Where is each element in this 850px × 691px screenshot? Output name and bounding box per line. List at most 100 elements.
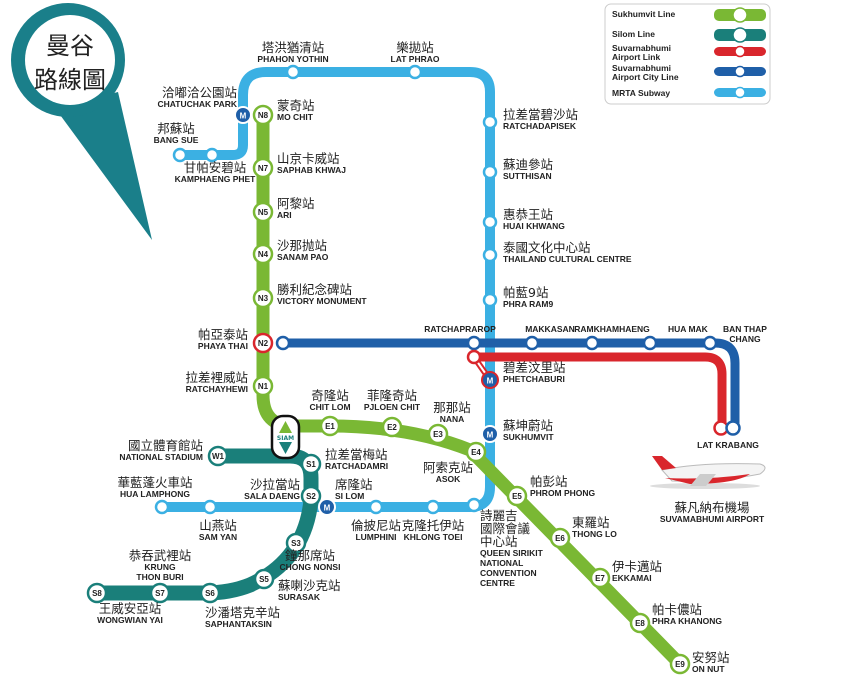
station-code-marker[interactable] <box>669 653 691 675</box>
station-marker[interactable] <box>584 335 600 351</box>
station-marker[interactable] <box>642 335 658 351</box>
airport-link-station-marker[interactable] <box>466 349 482 365</box>
station-code-marker[interactable] <box>427 423 449 445</box>
station-marker[interactable] <box>425 499 441 515</box>
station-code-marker[interactable] <box>506 485 528 507</box>
station-code-marker[interactable] <box>253 568 275 590</box>
station-code-marker[interactable] <box>199 582 221 604</box>
station-marker[interactable] <box>482 214 498 230</box>
station-lat-krabang[interactable]: LAT KRABANG <box>697 420 759 451</box>
mrt-interchange-icon[interactable] <box>481 425 499 443</box>
station-marker[interactable] <box>466 335 482 351</box>
station-marker[interactable] <box>407 64 423 80</box>
station-ratchaprarop[interactable]: RATCHAPRAROP <box>424 324 496 365</box>
station-marker[interactable] <box>482 164 498 180</box>
station-code-marker[interactable] <box>300 485 322 507</box>
siam-interchange[interactable]: SIAM <box>270 414 301 460</box>
station-marker[interactable] <box>466 497 482 513</box>
station-marker[interactable] <box>275 335 291 351</box>
station-name-en: ASOK <box>436 474 461 484</box>
station-code-marker[interactable] <box>589 567 611 589</box>
station-code-marker[interactable] <box>285 532 307 554</box>
station-code-marker[interactable] <box>252 157 274 179</box>
station-marker[interactable] <box>172 147 188 163</box>
station-ramkhamhaeng[interactable]: RAMKHAMHAENG <box>574 324 650 351</box>
station-code-marker[interactable] <box>252 375 274 397</box>
station-marker[interactable] <box>154 499 170 515</box>
station-marker[interactable] <box>285 64 301 80</box>
station-makkasan[interactable]: MAKKASAN <box>524 324 575 351</box>
station-code-marker[interactable] <box>300 453 322 475</box>
station-code-marker[interactable] <box>465 441 487 463</box>
station-marker[interactable] <box>482 247 498 263</box>
mrt-interchange-icon[interactable] <box>481 371 499 389</box>
city-line-terminal-marker[interactable] <box>725 420 741 436</box>
station-code-marker[interactable] <box>252 104 274 126</box>
station-code-marker[interactable] <box>86 582 108 604</box>
station-code-marker[interactable] <box>149 582 171 604</box>
station-code-marker[interactable] <box>319 415 341 437</box>
station-code-marker[interactable] <box>207 445 229 467</box>
station-marker[interactable] <box>202 499 218 515</box>
station-code-marker[interactable] <box>252 243 274 265</box>
station-marker[interactable] <box>204 147 220 163</box>
station-marker[interactable] <box>482 114 498 130</box>
station-marker[interactable] <box>368 499 384 515</box>
station-hua-mak[interactable]: HUA MAK <box>642 324 709 351</box>
mrt-interchange-icon[interactable] <box>234 106 252 124</box>
mrt-interchange-icon[interactable] <box>318 498 336 516</box>
station-code-marker[interactable] <box>381 416 403 438</box>
station-code-marker[interactable] <box>252 332 274 354</box>
station-code-marker[interactable] <box>629 612 651 634</box>
station-code-marker[interactable] <box>549 527 571 549</box>
station-code-marker[interactable] <box>252 201 274 223</box>
station-code-marker[interactable] <box>252 287 274 309</box>
station-marker[interactable] <box>482 292 498 308</box>
station-marker[interactable] <box>524 335 540 351</box>
station-marker[interactable] <box>702 335 718 351</box>
